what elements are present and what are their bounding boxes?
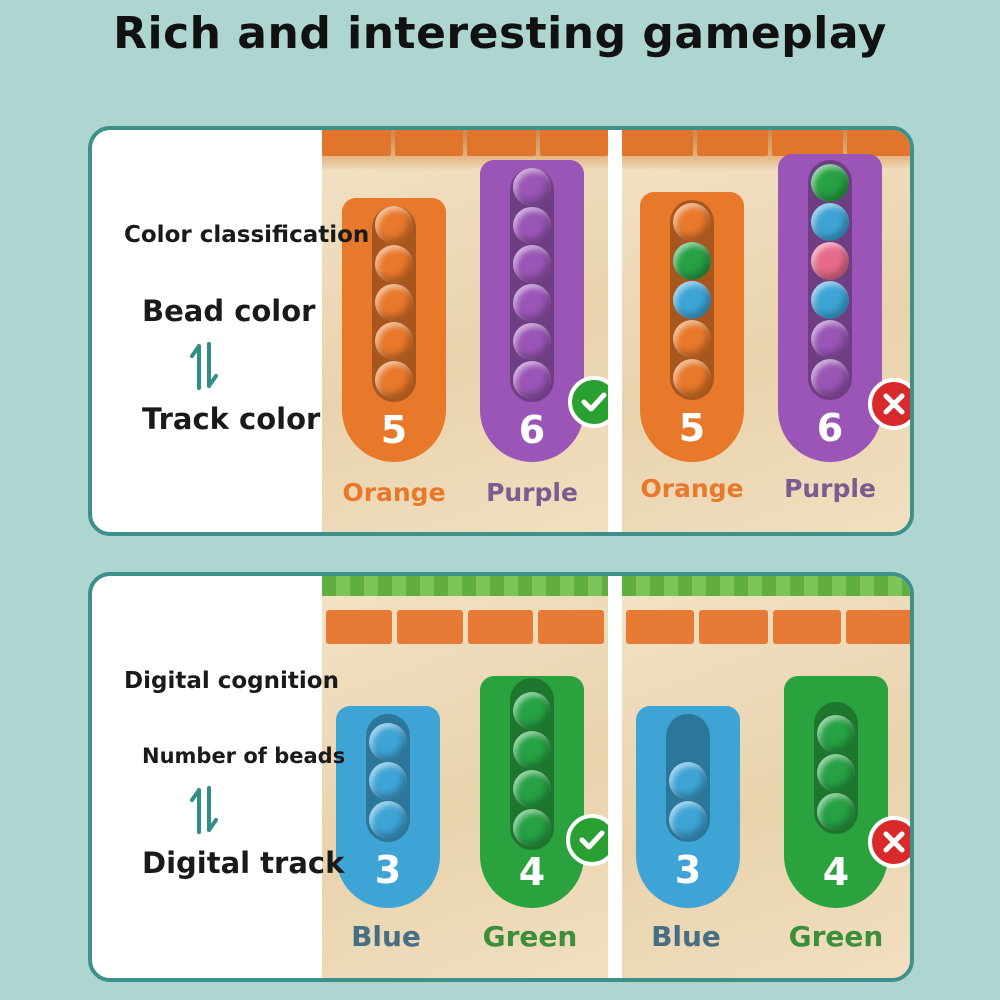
bead <box>817 715 855 753</box>
bead <box>513 731 551 769</box>
track-label: Blue <box>351 920 421 953</box>
track-slot <box>510 167 554 402</box>
track-slot <box>670 200 714 400</box>
bead <box>669 801 707 839</box>
rule-line-2: Digital track <box>142 846 345 880</box>
check-icon <box>568 376 608 428</box>
track-number: 5 <box>380 408 408 452</box>
track-number: 3 <box>674 848 702 892</box>
rule-line-2: Track color <box>142 402 321 436</box>
wrong-example-photo: 5 Orange 6 Purple <box>622 130 910 532</box>
track-slot <box>366 714 410 842</box>
track-label: Purple <box>784 474 876 503</box>
bead <box>811 203 849 241</box>
track-label: Green <box>482 920 578 953</box>
bead <box>375 206 413 244</box>
track-number: 4 <box>822 850 850 894</box>
bead <box>811 164 849 202</box>
orange-track: 5 <box>640 192 744 462</box>
blue-track: 3 <box>336 706 440 908</box>
panel-heading: Digital cognition <box>124 668 339 694</box>
digital-cognition-panel: Digital cognition Number of beads Digita… <box>88 572 914 982</box>
track-slot <box>808 160 852 400</box>
board-grass <box>622 576 910 596</box>
track-label: Green <box>788 920 884 953</box>
track-number: 6 <box>816 406 844 450</box>
bead <box>817 793 855 831</box>
bead <box>369 723 407 761</box>
correct-example-photo: 3 Blue 4 Green <box>322 576 608 978</box>
bead <box>513 361 551 399</box>
track-label: Orange <box>640 474 744 503</box>
track-slot <box>372 206 416 402</box>
bead <box>669 762 707 800</box>
bead <box>513 770 551 808</box>
wrong-example-photo: 3 Blue 4 Green <box>622 576 910 978</box>
track-slot <box>666 714 710 842</box>
board-grass <box>322 576 608 596</box>
bead <box>375 322 413 361</box>
bead <box>369 801 407 839</box>
bead <box>673 320 711 358</box>
bead <box>811 320 849 358</box>
swap-arrows-icon <box>190 786 218 834</box>
track-slot <box>814 702 858 834</box>
bead <box>513 322 551 361</box>
purple-track: 6 <box>778 154 882 462</box>
blue-track: 3 <box>636 706 740 908</box>
bead <box>513 206 551 245</box>
rule-line-1: Bead color <box>142 294 316 328</box>
green-track: 4 <box>480 676 584 908</box>
bead <box>673 281 711 319</box>
track-number: 4 <box>518 850 546 894</box>
board-tray <box>322 610 608 644</box>
bead <box>811 359 849 397</box>
bead <box>375 361 413 399</box>
page-title: Rich and interesting gameplay <box>113 8 887 59</box>
bead <box>673 359 711 397</box>
bead <box>513 245 551 283</box>
board-shelf <box>322 130 608 170</box>
check-icon <box>566 814 608 866</box>
orange-track: 5 <box>342 198 446 462</box>
track-number: 5 <box>678 406 706 450</box>
bead <box>811 281 849 319</box>
bead <box>811 242 849 280</box>
track-label: Blue <box>651 920 721 953</box>
bead <box>369 762 407 800</box>
correct-example-photo: 5 Orange 6 Purple <box>322 130 608 532</box>
bead <box>513 167 551 206</box>
purple-track: 6 <box>480 160 584 462</box>
color-classification-panel: Color classification Bead color Track co… <box>88 126 914 536</box>
bead <box>673 242 711 280</box>
cross-icon <box>868 816 910 868</box>
cross-icon <box>868 378 910 430</box>
swap-arrows-icon <box>190 342 218 390</box>
track-label: Orange <box>342 478 446 507</box>
bead <box>375 283 413 322</box>
track-label: Purple <box>486 478 578 507</box>
track-number: 3 <box>374 848 402 892</box>
bead <box>513 809 551 847</box>
bead <box>375 244 413 283</box>
track-number: 6 <box>518 408 546 452</box>
bead <box>513 283 551 322</box>
panel-heading: Color classification <box>124 222 370 248</box>
rule-line-1: Number of beads <box>142 744 346 768</box>
photo-divider <box>608 130 622 532</box>
green-track: 4 <box>784 676 888 908</box>
photo-divider <box>608 576 622 978</box>
track-slot <box>510 678 554 850</box>
bead <box>817 754 855 792</box>
bead <box>513 692 551 730</box>
bead <box>673 203 711 241</box>
board-tray <box>622 610 910 644</box>
